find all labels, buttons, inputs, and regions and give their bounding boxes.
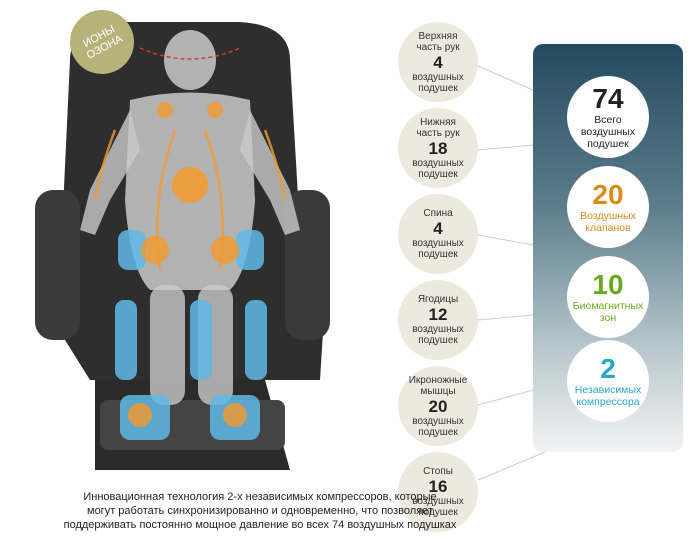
stat-compressors: 2 Независимых компрессора bbox=[567, 340, 649, 422]
zone-count: 18 bbox=[428, 138, 448, 158]
zone-count: 16 bbox=[428, 477, 448, 496]
connector-line bbox=[477, 314, 534, 321]
zone-lower-arms: Нижняя часть рук 18 воздушных подушек bbox=[398, 108, 478, 188]
zone-back: Спина 4 воздушных подушек bbox=[398, 194, 478, 274]
zone-calves: Икроножные мышцы 20 воздушных подушек bbox=[398, 366, 478, 446]
zone-count: 4 bbox=[433, 52, 443, 72]
connector-line bbox=[477, 234, 534, 246]
zone-label: Ягодицы bbox=[417, 294, 459, 305]
zone-count: 12 bbox=[428, 305, 448, 324]
zone-unit: подушек bbox=[418, 82, 458, 94]
zone-upper-arms: Верхняя часть рук 4 воздушных подушек bbox=[398, 22, 478, 102]
stat-text: Всего bbox=[594, 114, 622, 126]
connector-line bbox=[477, 389, 534, 406]
zone-label: Верхняя bbox=[418, 30, 458, 42]
caption-line: Инновационная технология 2-х независимых… bbox=[83, 491, 437, 503]
stat-text: зон bbox=[599, 312, 617, 324]
stat-biomagnetic-zones: 10 Биомагнитных зон bbox=[567, 256, 649, 338]
description-caption: Инновационная технология 2-х независимых… bbox=[0, 490, 520, 532]
stat-value: 10 bbox=[592, 269, 624, 300]
zone-label: Нижняя bbox=[420, 116, 456, 128]
stat-value: 20 bbox=[592, 179, 624, 210]
stat-air-valves: 20 Воздушных клапанов bbox=[567, 166, 649, 248]
zone-unit: воздушных bbox=[412, 157, 464, 169]
zone-buttocks: Ягодицы 12 воздушных подушек bbox=[398, 280, 478, 360]
stat-text: воздушных bbox=[580, 126, 636, 138]
zone-unit: подушек bbox=[418, 426, 458, 438]
zone-label: часть рук bbox=[416, 127, 460, 139]
zone-label: часть рук bbox=[416, 41, 460, 53]
stat-text: компрессора bbox=[576, 396, 640, 408]
stat-text: Воздушных bbox=[580, 210, 636, 222]
zone-label: Стопы bbox=[423, 466, 453, 477]
zone-count: 20 bbox=[428, 396, 448, 416]
stat-total-cushions: 74 Всего воздушных подушек bbox=[567, 76, 649, 158]
massage-chair-illustration bbox=[0, 0, 360, 490]
caption-line: могут работать синхронизированно и однов… bbox=[87, 505, 433, 517]
zone-label: Спина bbox=[423, 208, 453, 219]
zone-label: мышцы bbox=[420, 385, 456, 397]
connector-line bbox=[477, 65, 534, 91]
stat-text: Биомагнитных bbox=[572, 300, 644, 312]
massage-chair-image bbox=[35, 22, 330, 470]
connector-line bbox=[477, 144, 534, 151]
zone-count: 4 bbox=[433, 219, 443, 238]
stat-text: Независимых bbox=[574, 384, 642, 396]
stat-text: клапанов bbox=[585, 222, 631, 234]
caption-line: поддерживать постоянно мощное давление в… bbox=[63, 519, 457, 531]
stat-value: 2 bbox=[600, 353, 616, 384]
zone-unit: воздушных bbox=[412, 71, 464, 83]
stat-text: подушек bbox=[587, 138, 629, 150]
zone-unit: воздушных bbox=[412, 415, 464, 427]
connector-line bbox=[477, 451, 546, 481]
zone-unit: воздушных bbox=[412, 496, 464, 507]
zone-unit: подушек bbox=[418, 507, 458, 518]
zone-unit: подушек bbox=[418, 168, 458, 180]
zone-unit: воздушных bbox=[412, 238, 464, 249]
zone-label: Икроножные bbox=[408, 374, 468, 386]
zone-unit: воздушных bbox=[412, 324, 464, 335]
zone-feet: Стопы 16 воздушных подушек bbox=[398, 452, 478, 532]
stat-value: 74 bbox=[592, 83, 624, 114]
zone-unit: подушек bbox=[418, 249, 458, 260]
zone-unit: подушек bbox=[418, 335, 458, 346]
